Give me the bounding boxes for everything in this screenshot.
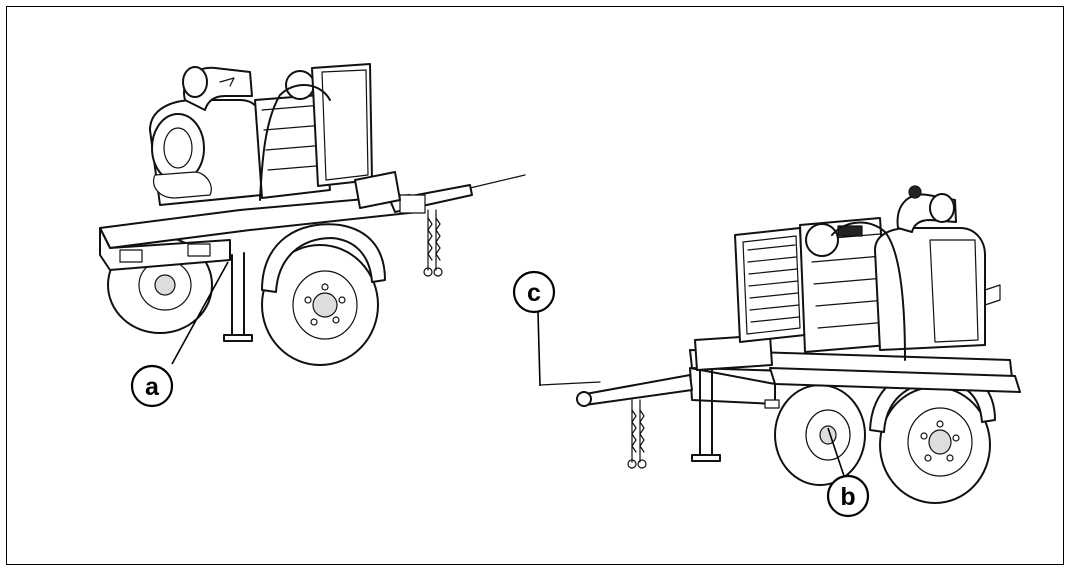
left-front-wheel xyxy=(261,244,379,366)
callout-c-circle xyxy=(512,270,556,314)
right-rear-wheel xyxy=(774,384,866,486)
callout-a-label: a xyxy=(145,373,160,401)
callout-b-circle xyxy=(826,474,870,518)
callout-c: c xyxy=(512,270,556,387)
left-pump-trailer xyxy=(99,63,526,366)
right-front-wheel xyxy=(879,386,991,504)
right-pump-trailer xyxy=(539,185,1021,504)
right-pump-casing xyxy=(874,227,986,351)
callout-c-leader xyxy=(537,311,541,387)
left-radiator xyxy=(311,63,373,187)
callout-b-label: b xyxy=(840,483,855,511)
right-exhaust-pipe xyxy=(831,221,906,361)
callout-c-label: c xyxy=(527,279,541,307)
left-exhaust-pipe xyxy=(259,83,331,201)
callout-a-leader xyxy=(171,261,229,365)
callout-a: a xyxy=(130,261,229,408)
callout-a-circle xyxy=(130,364,174,408)
callout-b: b xyxy=(826,427,870,518)
callout-b-leader xyxy=(827,427,845,477)
left-fender xyxy=(261,223,386,293)
right-tongue xyxy=(579,374,693,406)
